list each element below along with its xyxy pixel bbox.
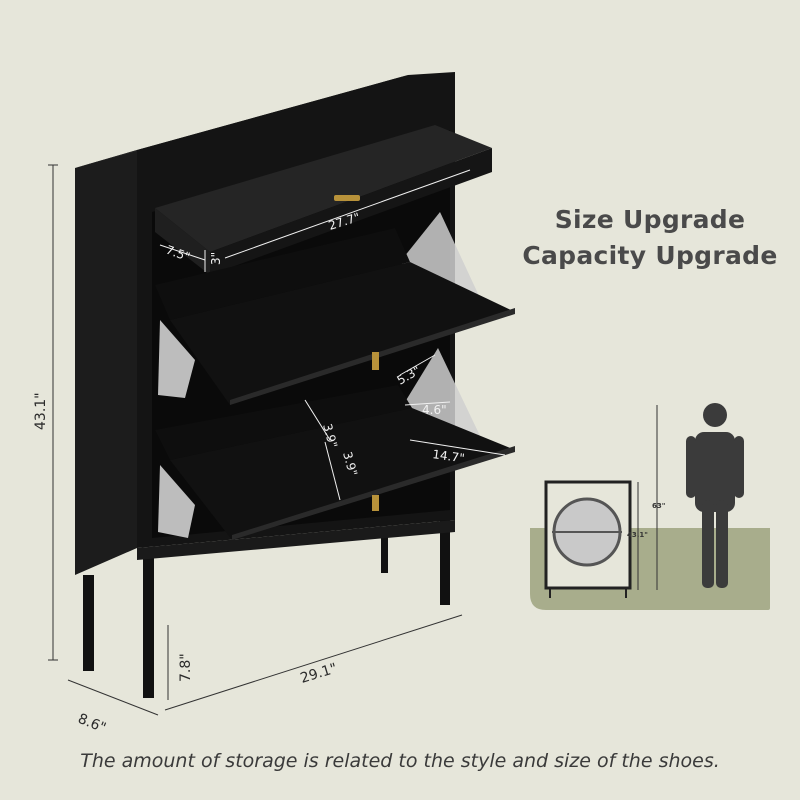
leg-front-left [83,575,94,671]
headline-capacity-upgrade: Capacity Upgrade [522,241,778,270]
drawer-height-label: 3" [209,252,223,265]
flap-width-line [409,439,506,456]
person-height-label: 63" [652,502,665,510]
shoe-cabinet [75,72,515,698]
drawer-top [155,125,492,252]
flap-height-bottom-label: 3.9" [340,450,360,477]
dimension-lines-light [159,169,506,501]
flap-lower-tray [170,408,515,540]
flap-inner-depth-label: 4.6" [422,403,447,417]
flap-bracket-lower-left [158,465,195,538]
leg-front-right [143,555,154,698]
flap-width-label: 14.7" [432,447,466,465]
drawer-front [210,148,492,275]
cabinet-height-label: 43.1" [627,531,648,539]
width-label: 29.1" [298,661,339,687]
flap-lower-edge [232,446,515,540]
flap-bracket-upper-left [158,320,195,398]
cabinet-base-rail [137,520,455,560]
height-label: 43.1" [33,392,49,430]
size-comparison: 63" 43.1" [530,403,770,610]
flap-lower-back [155,385,412,460]
leg-height-label: 7.8" [178,653,194,682]
drawer-handle [334,195,360,201]
drawer-width-line [224,169,471,259]
flap-height-top-label: 3.9" [320,422,340,449]
leg-back-right [440,520,450,605]
flap-depth-line [399,354,436,376]
headline-size-upgrade: Size Upgrade [554,205,746,234]
leg-back-left [381,535,388,573]
flap-bottom-line [324,441,341,501]
cabinet-side-panel [75,150,137,575]
drawer-depth-line [159,244,206,261]
flap-bracket-upper-right [400,212,480,305]
drawer-side [155,208,210,275]
depth-label: 8.6" [76,711,109,737]
flap-upper-tray [170,262,515,405]
footnote: The amount of storage is related to the … [80,750,720,772]
flap-upper-back [155,228,410,320]
width-line [164,614,463,711]
flap-top-line [304,399,331,441]
flap-handle-lower [372,495,379,511]
depth-line [67,679,159,716]
person-icon [686,403,744,588]
flap-inner-line [404,401,451,406]
flap-bracket-lower-right [405,348,482,448]
dimension-lines [48,164,463,716]
flap-handle-upper [372,352,379,370]
